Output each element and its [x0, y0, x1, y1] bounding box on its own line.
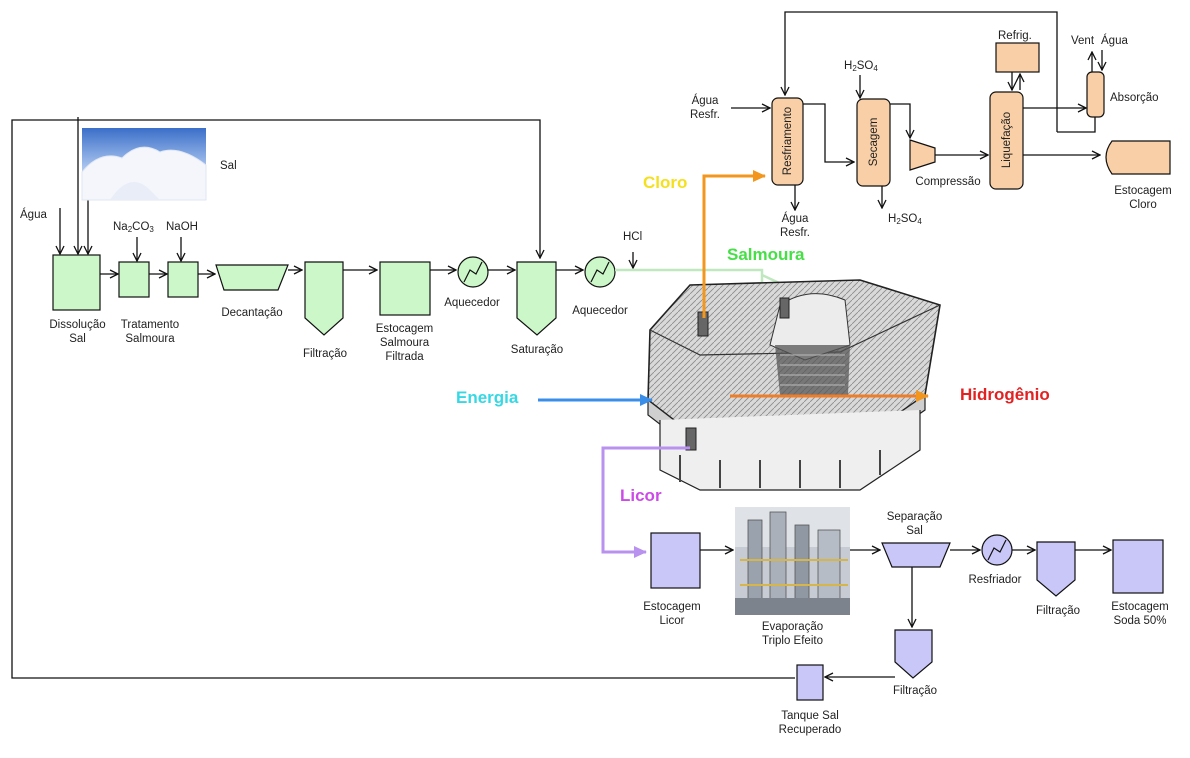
agua-top-label: Água [1101, 34, 1128, 48]
estocagem-salmoura-tank[interactable] [380, 262, 430, 315]
na2co3-label: Na2CO3 [113, 220, 154, 237]
decantacao-vessel[interactable] [216, 265, 288, 290]
resfriador-label: Resfriador [955, 573, 1035, 587]
aquecedor-1-label: Aquecedor [432, 296, 512, 310]
secagem-label: Secagem [867, 108, 881, 176]
vent-label: Vent [1071, 34, 1094, 48]
liquefacao-label: Liquefação [1000, 103, 1014, 177]
aquecedor-1-heater[interactable] [458, 257, 488, 287]
h2so4-out-label: H2SO4 [888, 212, 922, 229]
resfriamento-label: Resfriamento [781, 103, 795, 179]
absorcao-unit[interactable] [1087, 72, 1104, 117]
aquecedor-2-heater[interactable] [585, 257, 615, 287]
filtracao-2-vessel[interactable] [1037, 542, 1075, 596]
sal-label: Sal [220, 159, 237, 173]
estocagem-cloro-tank[interactable] [1106, 141, 1170, 174]
filtracao-3-vessel[interactable] [895, 630, 932, 678]
saturacao-label: Saturação [497, 343, 577, 357]
filtracao-1-vessel[interactable] [305, 262, 343, 335]
cloro-stream-label: Cloro [643, 173, 687, 193]
absorcao-label: Absorção [1110, 91, 1159, 105]
licor-stream-label: Licor [620, 486, 662, 506]
hcl-label: HCl [623, 230, 642, 244]
agua-label: Água [20, 208, 47, 222]
refrig-label: Refrig. [998, 29, 1032, 43]
aquecedor-2-label: Aquecedor [560, 304, 640, 318]
salt-pile-image [82, 128, 206, 200]
saturacao-vessel[interactable] [517, 262, 556, 335]
estocagem-licor-tank[interactable] [651, 533, 700, 588]
estocagem-soda-tank[interactable] [1113, 540, 1163, 593]
tanque-sal-recuperado[interactable] [797, 665, 823, 700]
energia-stream-label: Energia [456, 388, 518, 408]
h2so4-in-label: H2SO4 [844, 59, 878, 76]
dissolucao-tank[interactable] [53, 255, 100, 310]
separacao-sal-vessel[interactable] [882, 543, 950, 567]
tratamento-tank[interactable] [119, 262, 149, 297]
filtracao-1-label: Filtração [285, 347, 365, 361]
hidrogenio-stream-label: Hidrogênio [960, 385, 1050, 405]
compressao-label: Compressão [908, 175, 988, 189]
refrig-unit[interactable] [996, 43, 1039, 72]
filtracao-3-label: Filtração [875, 684, 955, 698]
salmoura-stream-label: Salmoura [727, 245, 804, 265]
evaporacao-plant-image [735, 507, 850, 615]
electrolytic-cell-image [648, 280, 940, 490]
decantacao-label: Decantação [212, 306, 292, 320]
naoh-label: NaOH [166, 220, 198, 234]
resfriador-cooler[interactable] [982, 535, 1012, 565]
naoh-tank[interactable] [168, 262, 198, 297]
filtracao-2-label: Filtração [1018, 604, 1098, 618]
compressor[interactable] [910, 140, 935, 170]
